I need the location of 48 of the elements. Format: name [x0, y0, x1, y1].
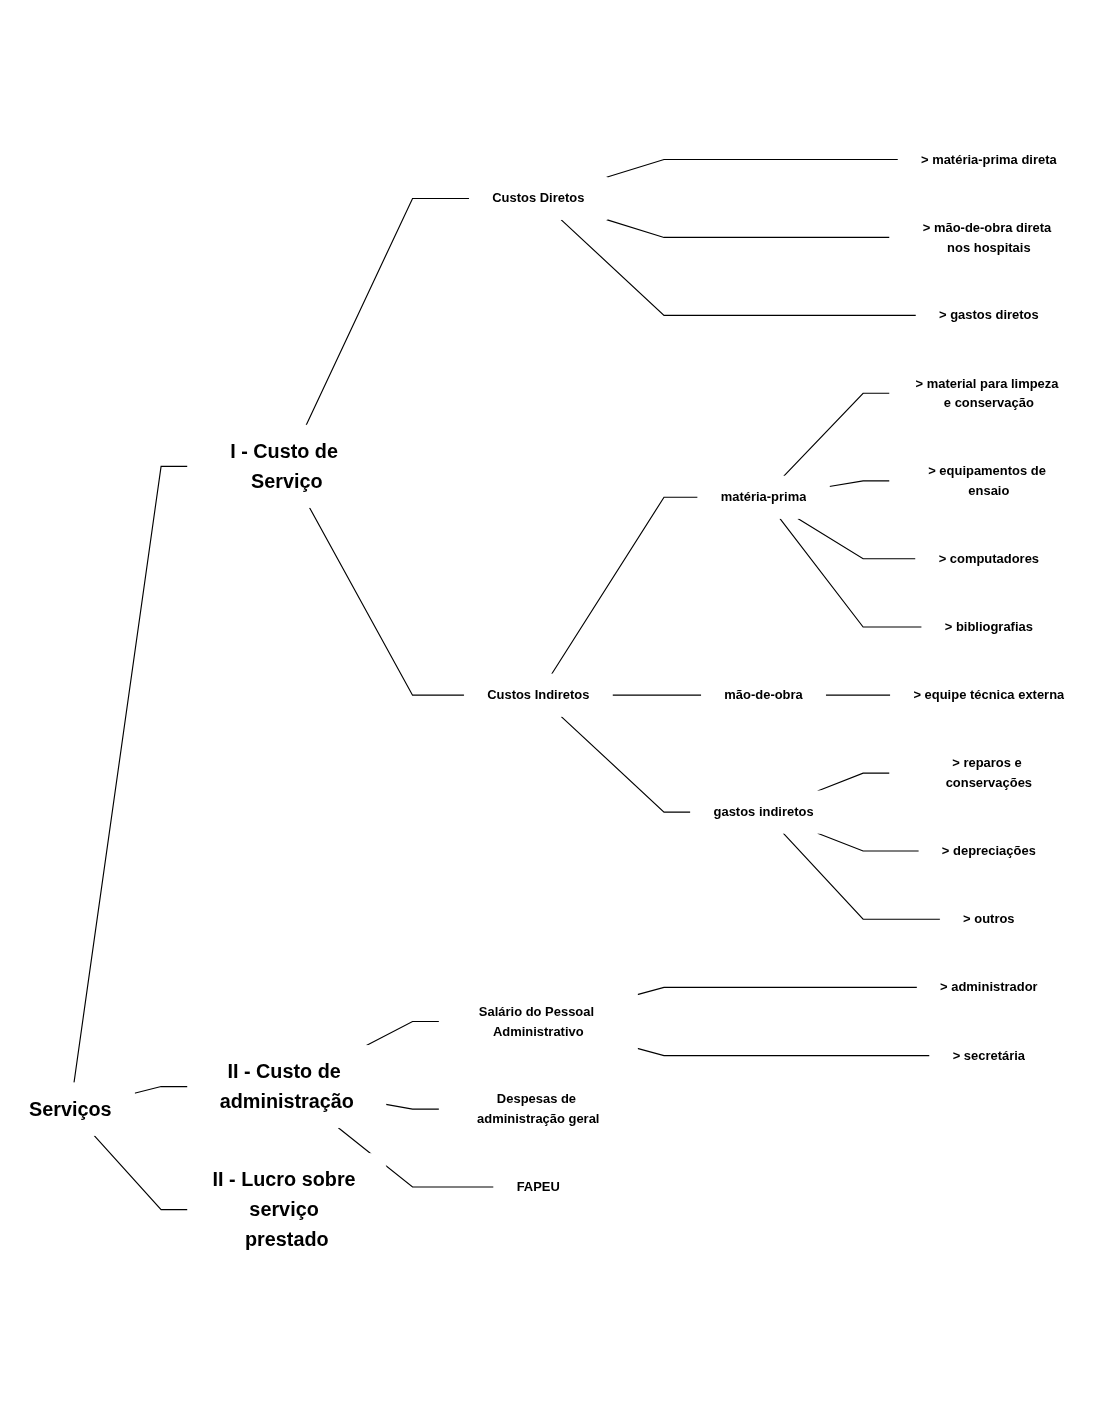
connector: [782, 832, 941, 920]
connector: [337, 1127, 495, 1188]
connector: [825, 694, 892, 696]
node-text: Salário do Pessoal Administrativo: [478, 1004, 595, 1039]
node-text: > equipe técnica externa: [913, 687, 1065, 703]
connector: [308, 506, 465, 696]
node-text: > bibliografias: [944, 619, 1033, 635]
node-text: > depreciações: [941, 843, 1036, 859]
connector: [828, 480, 891, 487]
connector: [305, 197, 470, 426]
node-text: I - Custo de Serviço: [230, 439, 338, 493]
node-text: > material para limpeza e conservação: [915, 376, 1059, 411]
node-text: FAPEU: [516, 1179, 560, 1195]
node-text: > mão-de-obra direta nos hospitais: [922, 220, 1052, 255]
connector: [817, 832, 920, 852]
connector: [779, 517, 923, 628]
connector: [365, 1020, 440, 1046]
connector: [636, 1047, 931, 1057]
connector: [797, 517, 917, 560]
connector: [611, 694, 703, 696]
node-text: > equipamentos de ensaio: [928, 463, 1046, 498]
node-text: > administrador: [940, 979, 1038, 995]
node-text: II - Custo de administração: [219, 1059, 354, 1113]
node-text: mão-de-obra: [724, 687, 803, 703]
connector: [605, 158, 899, 178]
connector: [93, 1134, 189, 1211]
connector: [636, 986, 918, 996]
node-text: matéria-prima: [720, 489, 807, 505]
connector: [385, 1103, 440, 1110]
connector: [551, 496, 699, 675]
node-text: > reparos e conservações: [945, 755, 1033, 790]
node-text: II - Lucro sobre serviço prestado: [212, 1168, 356, 1251]
node-text: Despesas de administração geral: [477, 1091, 600, 1126]
connector: [560, 715, 692, 813]
node-text: > outros: [963, 911, 1015, 927]
node-text: > computadores: [938, 551, 1040, 566]
node-text: Serviços: [28, 1097, 112, 1121]
connector: [73, 465, 189, 1084]
node-text: gastos indiretos: [713, 804, 814, 820]
connector: [133, 1086, 189, 1094]
node-text: > secretária: [952, 1048, 1026, 1063]
connector: [783, 392, 891, 477]
node-text: > matéria-prima direta: [920, 152, 1057, 167]
node-text: > gastos diretos: [938, 307, 1039, 323]
node-text: Custos Indiretos: [487, 687, 590, 703]
connector: [605, 219, 891, 238]
connector: [560, 219, 917, 316]
node-text: Custos Diretos: [492, 191, 585, 206]
